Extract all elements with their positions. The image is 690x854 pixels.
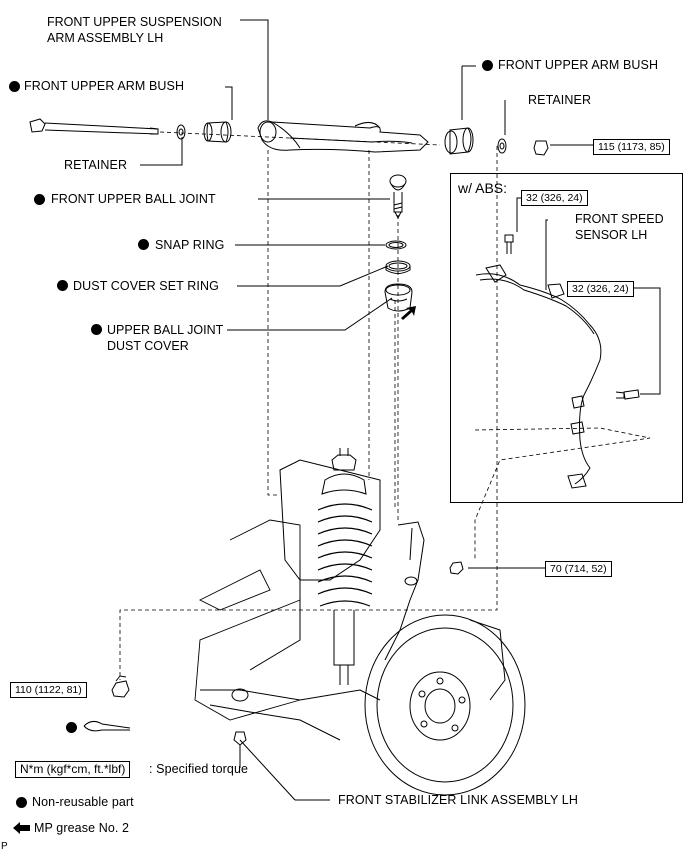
retainer-right-label: RETAINER — [528, 93, 592, 107]
abs-inset-title: w/ ABS: — [458, 180, 508, 196]
abs-inset-frame — [450, 173, 683, 503]
non-reusable-dot-icon — [9, 81, 20, 92]
non-reusable-dot-icon — [482, 60, 493, 71]
non-reusable-dot-icon — [16, 797, 27, 808]
snap-ring-label: SNAP RING — [155, 238, 225, 252]
corner-mark: P — [1, 841, 8, 852]
legend-grease-text: MP grease No. 2 — [34, 821, 130, 835]
non-reusable-dot-icon — [138, 239, 149, 250]
front-upper-suspension-arm-label: FRONT UPPER SUSPENSION ARM ASSEMBLY LH — [47, 15, 222, 45]
front-stabilizer-link-label: FRONT STABILIZER LINK ASSEMBLY LH — [338, 793, 578, 807]
torque-spec-115: 115 (1173, 85) — [593, 139, 670, 155]
non-reusable-dot-icon — [66, 722, 77, 733]
torque-spec-70: 70 (714, 52) — [545, 561, 612, 577]
retainer-left-label: RETAINER — [64, 158, 128, 172]
front-upper-ball-joint-label: FRONT UPPER BALL JOINT — [51, 192, 216, 206]
non-reusable-dot-icon — [91, 324, 102, 335]
grease-arrow-icon — [13, 822, 30, 834]
front-upper-arm-bush-right-label: FRONT UPPER ARM BUSH — [498, 58, 659, 72]
legend-non-reusable-text: Non-reusable part — [32, 795, 134, 809]
front-upper-arm-bush-left-label: FRONT UPPER ARM BUSH — [24, 79, 185, 93]
front-speed-sensor-label: FRONT SPEED SENSOR LH — [575, 212, 664, 242]
upper-ball-joint-dust-cover-label: UPPER BALL JOINT DUST COVER — [107, 323, 224, 353]
non-reusable-dot-icon — [34, 194, 45, 205]
torque-spec-32-top: 32 (326, 24) — [521, 190, 588, 206]
legend-torque-text: : Specified torque — [149, 762, 249, 776]
torque-spec-32-side: 32 (326, 24) — [567, 281, 634, 297]
legend-torque-box: N*m (kgf*cm, ft.*lbf) — [15, 761, 131, 778]
torque-spec-110: 110 (1122, 81) — [10, 682, 87, 698]
non-reusable-dot-icon — [57, 280, 68, 291]
dust-cover-set-ring-label: DUST COVER SET RING — [73, 279, 219, 293]
